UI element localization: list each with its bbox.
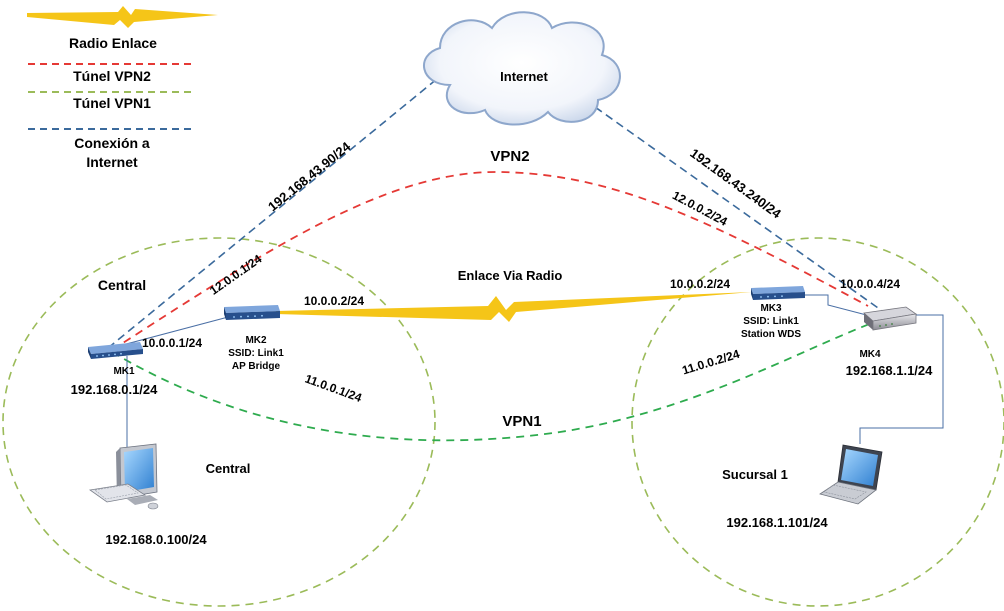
mk1-wan-address: 192.168.43.90/24 xyxy=(265,138,354,214)
mk3-ssid: SSID: Link1 xyxy=(743,316,799,327)
router-icon xyxy=(224,305,280,320)
branch-site-label: Sucursal 1 xyxy=(722,467,788,482)
central-site-label: Central xyxy=(98,277,146,293)
router-icon xyxy=(863,306,918,331)
mk3-radio-address: 10.0.0.2/24 xyxy=(670,277,730,291)
mk1-vpn1-address: 11.0.0.1/24 xyxy=(303,372,364,406)
laptop-address: 192.168.1.101/24 xyxy=(726,515,828,530)
vpn1-tunnel xyxy=(111,322,873,442)
mk3-mode: Station WDS xyxy=(741,329,801,340)
mk1-vpn2-address: 12.0.0.1/24 xyxy=(207,252,264,298)
wire-mk1-mk2 xyxy=(114,315,233,348)
mk4-vpn2-address: 12.0.0.2/24 xyxy=(670,188,730,229)
vpn2-label: VPN2 xyxy=(490,148,529,165)
mk4-name: MK4 xyxy=(859,349,881,360)
mk2-radio-address: 10.0.0.2/24 xyxy=(304,294,364,308)
mk2-router[interactable]: MK2 SSID: Link1 AP Bridge xyxy=(224,305,284,372)
mk4-lan-address: 192.168.1.1/24 xyxy=(846,363,934,378)
cloud-label: Internet xyxy=(500,69,548,84)
vpn1-label: VPN1 xyxy=(502,413,541,430)
cloud-icon: Internet xyxy=(423,11,621,126)
vpn2-tunnel xyxy=(111,171,869,351)
mk2-name: MK2 xyxy=(245,335,267,346)
mk2-ssid: SSID: Link1 xyxy=(228,348,284,359)
branch-site-boundary xyxy=(631,237,1004,607)
laptop[interactable] xyxy=(819,444,883,505)
legend-internet-label-1: Conexión a xyxy=(74,135,150,151)
mk1-name: MK1 xyxy=(113,366,135,377)
mk1-lan-address: 192.168.0.1/24 xyxy=(71,382,159,397)
desktop-computer[interactable] xyxy=(88,443,159,510)
legend-radio-label: Radio Enlace xyxy=(69,35,157,51)
router-icon xyxy=(88,342,143,359)
wire-mk4-laptop xyxy=(859,314,944,444)
internet-link-mk4 xyxy=(587,101,889,316)
legend-internet-label-2: Internet xyxy=(86,154,138,170)
central-pc-site-label: Central xyxy=(206,461,251,476)
central-site-boundary xyxy=(2,237,436,607)
internet-link-mk1 xyxy=(107,73,444,349)
legend: Radio Enlace Túnel VPN2 Túnel VPN1 Conex… xyxy=(27,6,218,170)
mk2-mode: AP Bridge xyxy=(232,361,281,372)
router-icon xyxy=(751,286,805,300)
mk3-router[interactable]: MK3 SSID: Link1 Station WDS xyxy=(741,286,805,340)
mk4-vpn1-address: 11.0.0.2/24 xyxy=(680,347,741,378)
legend-vpn1-label: Túnel VPN1 xyxy=(73,95,151,111)
legend-vpn2-label: Túnel VPN2 xyxy=(73,68,151,84)
legend-radio-bolt xyxy=(27,6,218,28)
wire-mk3-mk4 xyxy=(795,294,879,319)
radio-link-label: Enlace Via Radio xyxy=(458,268,563,283)
mk4-mk3-address: 10.0.0.4/24 xyxy=(840,277,900,291)
mk1-mk2-address: 10.0.0.1/24 xyxy=(142,336,202,350)
mk3-name: MK3 xyxy=(760,303,782,314)
laptop-icon xyxy=(819,444,883,505)
pc-address: 192.168.0.100/24 xyxy=(105,532,207,547)
mk1-router[interactable]: MK1 xyxy=(88,342,143,377)
radio-link-bolt xyxy=(276,292,752,322)
desktop-computer-icon xyxy=(88,443,159,510)
mk4-router[interactable]: MK4 xyxy=(859,306,918,360)
